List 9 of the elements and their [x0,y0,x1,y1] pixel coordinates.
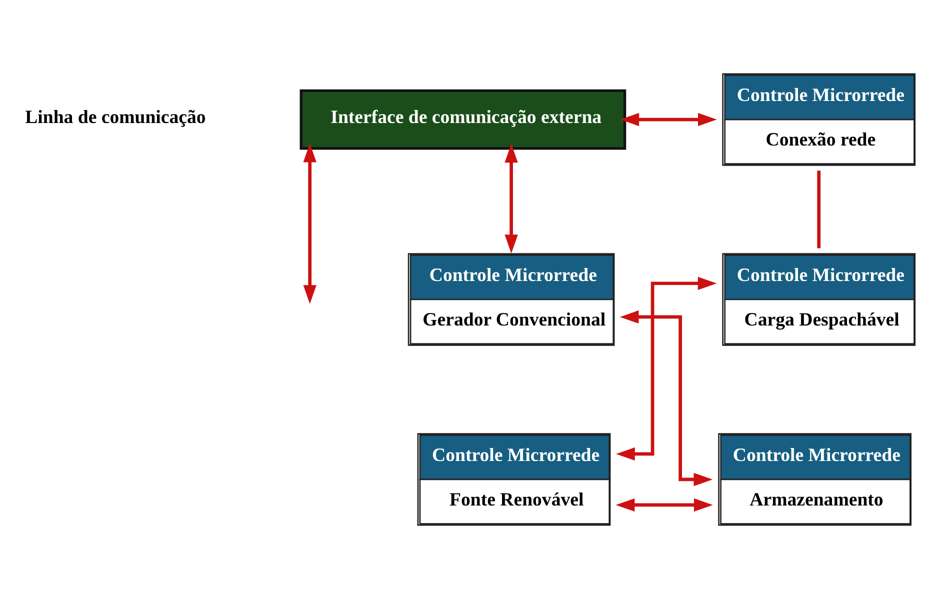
arrow [620,112,716,126]
arrow [504,144,518,254]
arrow [302,143,316,304]
connector [816,170,820,248]
arrow [616,276,716,461]
label: Linha de comunicação [24,107,206,128]
arrow [619,310,712,486]
arrow [615,498,712,512]
node-box: Interface de comunicação externa [299,89,626,150]
